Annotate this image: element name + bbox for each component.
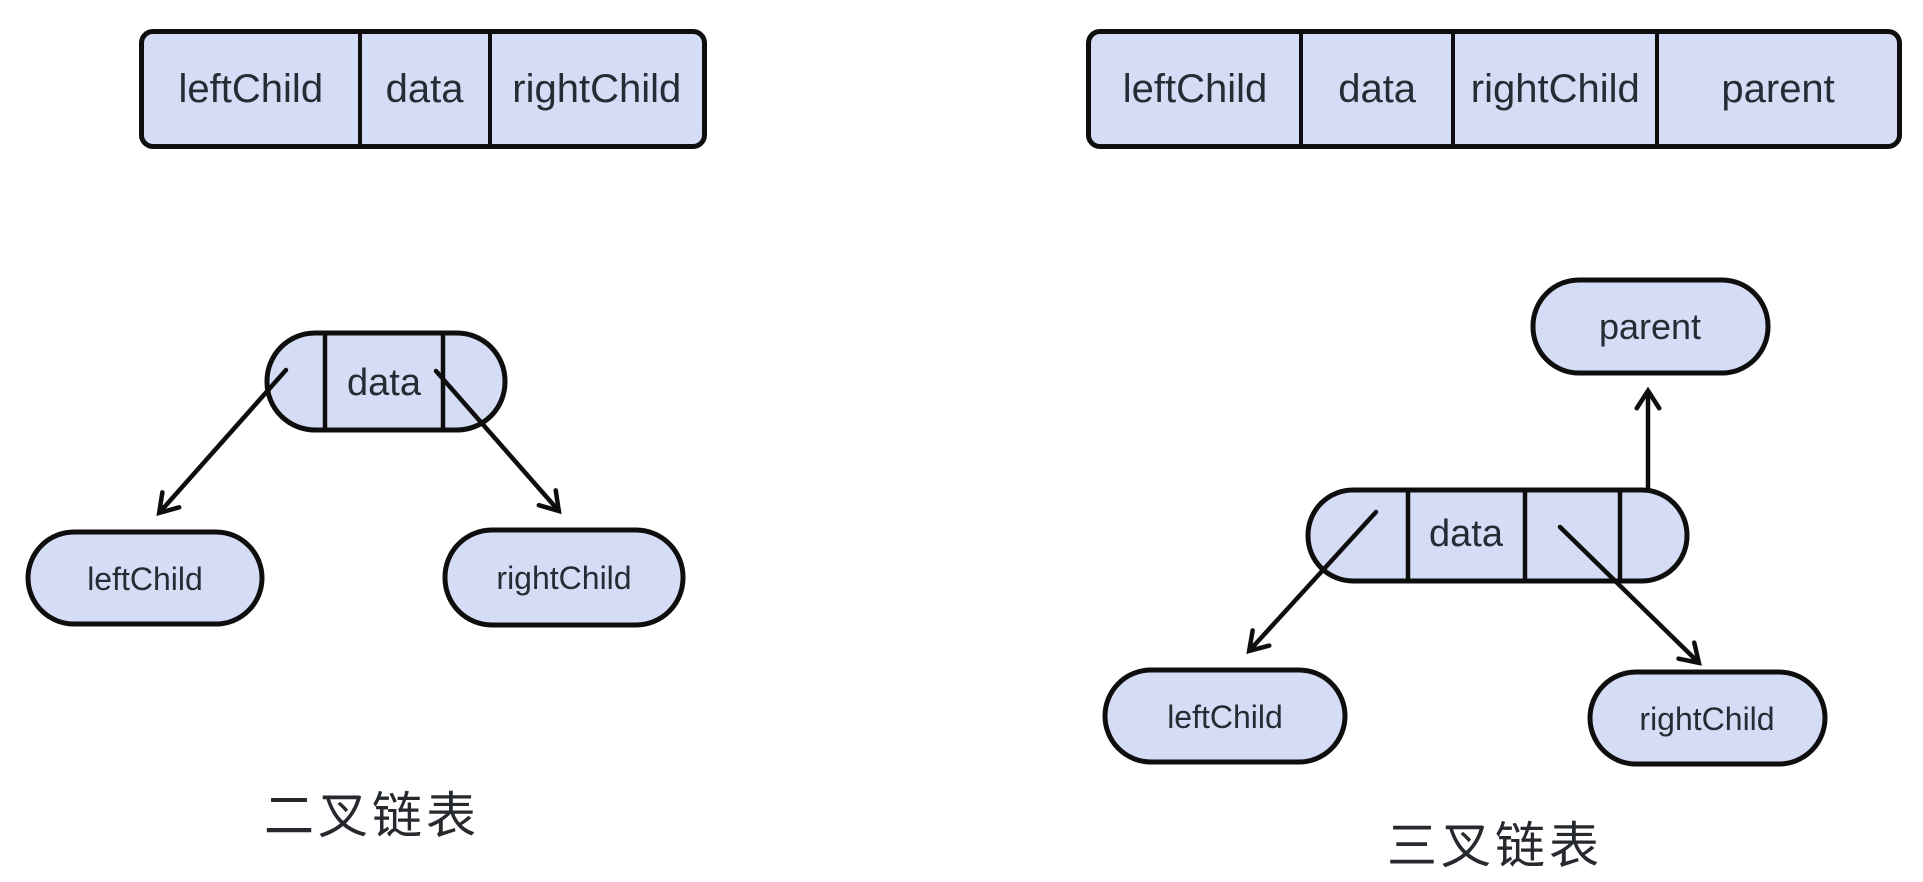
triple-parent-node (1530, 277, 1771, 376)
binary-rightchild-label: rightChild (496, 560, 631, 596)
triple-root-label: data (1429, 513, 1504, 555)
binary-node-record: leftChild data rightChild (139, 29, 707, 149)
triple-right-pointer-arrow (1557, 524, 1702, 666)
binary-left-pointer-arrow (156, 367, 289, 517)
record-cell-data: data (1303, 34, 1456, 144)
triple-tree: parent data leftChild rightChild (1102, 277, 1828, 767)
record-cell-rightchild: rightChild (1455, 34, 1660, 144)
binary-rightchild-node (442, 527, 686, 628)
record-cell-leftchild: leftChild (144, 34, 362, 144)
record-cell-data: data (362, 34, 492, 144)
triple-tree-caption: 三叉链表 (1387, 818, 1603, 874)
binary-right-pointer-arrow (433, 368, 562, 515)
binary-leftchild-node (25, 529, 265, 627)
triple-leftchild-label: leftChild (1167, 699, 1283, 735)
binary-tree: data leftChild rightChild (25, 330, 686, 628)
record-cell-rightchild: rightChild (512, 66, 682, 111)
triple-parent-label: parent (1599, 306, 1701, 347)
binary-leftchild-label: leftChild (87, 561, 203, 597)
record-cell-leftchild: leftChild (1091, 34, 1303, 144)
triple-node-record: leftChild data rightChild parent (1086, 29, 1902, 149)
record-cell-parent: parent (1721, 66, 1835, 111)
triple-rightchild-label: rightChild (1639, 701, 1774, 737)
triple-leftchild-node (1102, 667, 1348, 765)
triple-rightchild-node (1587, 669, 1828, 767)
triple-left-pointer-arrow (1246, 509, 1379, 654)
binary-tree-caption: 二叉链表 (264, 788, 480, 844)
binary-root-label: data (347, 362, 422, 404)
